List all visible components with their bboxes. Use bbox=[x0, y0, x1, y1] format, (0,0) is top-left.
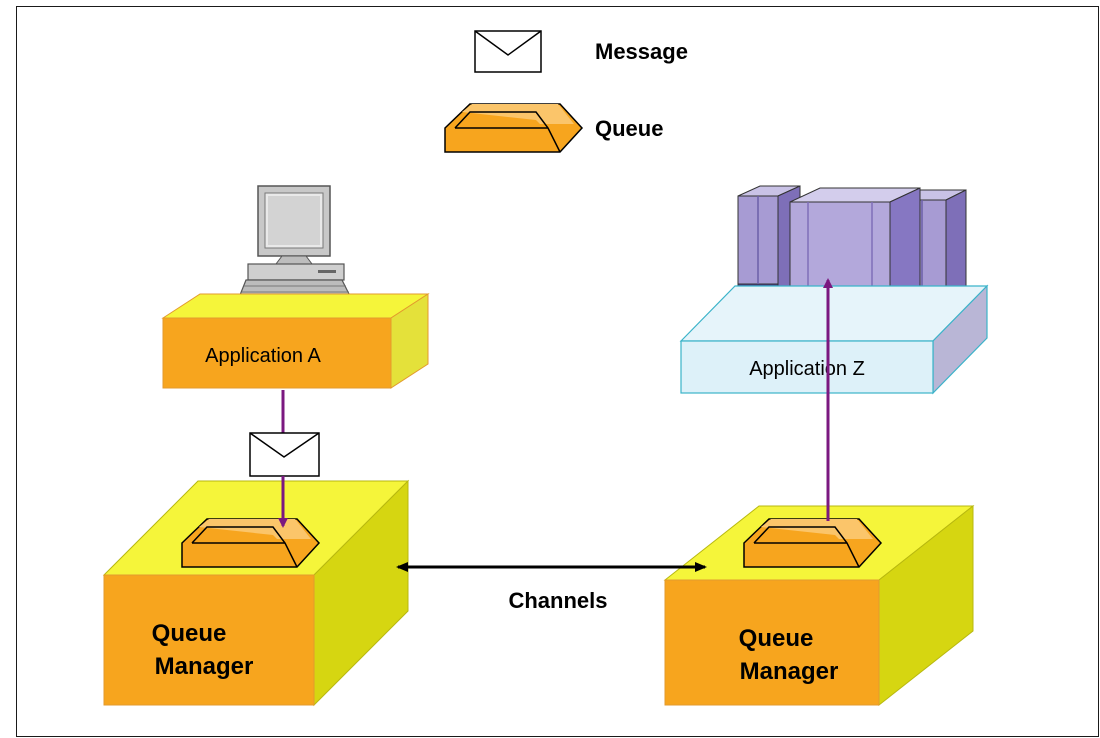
queue-manager-left: Queue Manager bbox=[102, 479, 410, 707]
queue-icon bbox=[444, 103, 584, 153]
queue-manager-left-line1: Queue bbox=[152, 620, 227, 647]
queue-left-icon bbox=[181, 518, 321, 568]
application-a-label: Application A bbox=[205, 345, 321, 367]
queue-manager-right-line1: Queue bbox=[739, 625, 814, 652]
legend-queue-label: Queue bbox=[595, 116, 663, 141]
message-icon bbox=[474, 30, 542, 73]
legend-message-label: Message bbox=[595, 39, 688, 64]
message-in-transit-icon bbox=[249, 390, 320, 477]
queue-manager-right: Queue Manager bbox=[663, 504, 975, 707]
channels-label: Channels bbox=[508, 588, 607, 613]
computer-icon bbox=[237, 185, 353, 301]
queue-right-icon bbox=[743, 518, 883, 568]
queue-manager-left-line2: Manager bbox=[155, 653, 254, 680]
application-z-box: Application Z bbox=[679, 284, 989, 395]
queue-manager-right-line2: Manager bbox=[740, 658, 839, 685]
application-a-box: Application A bbox=[161, 293, 430, 389]
legend: Message Queue bbox=[444, 30, 688, 153]
application-z-label: Application Z bbox=[749, 358, 865, 380]
